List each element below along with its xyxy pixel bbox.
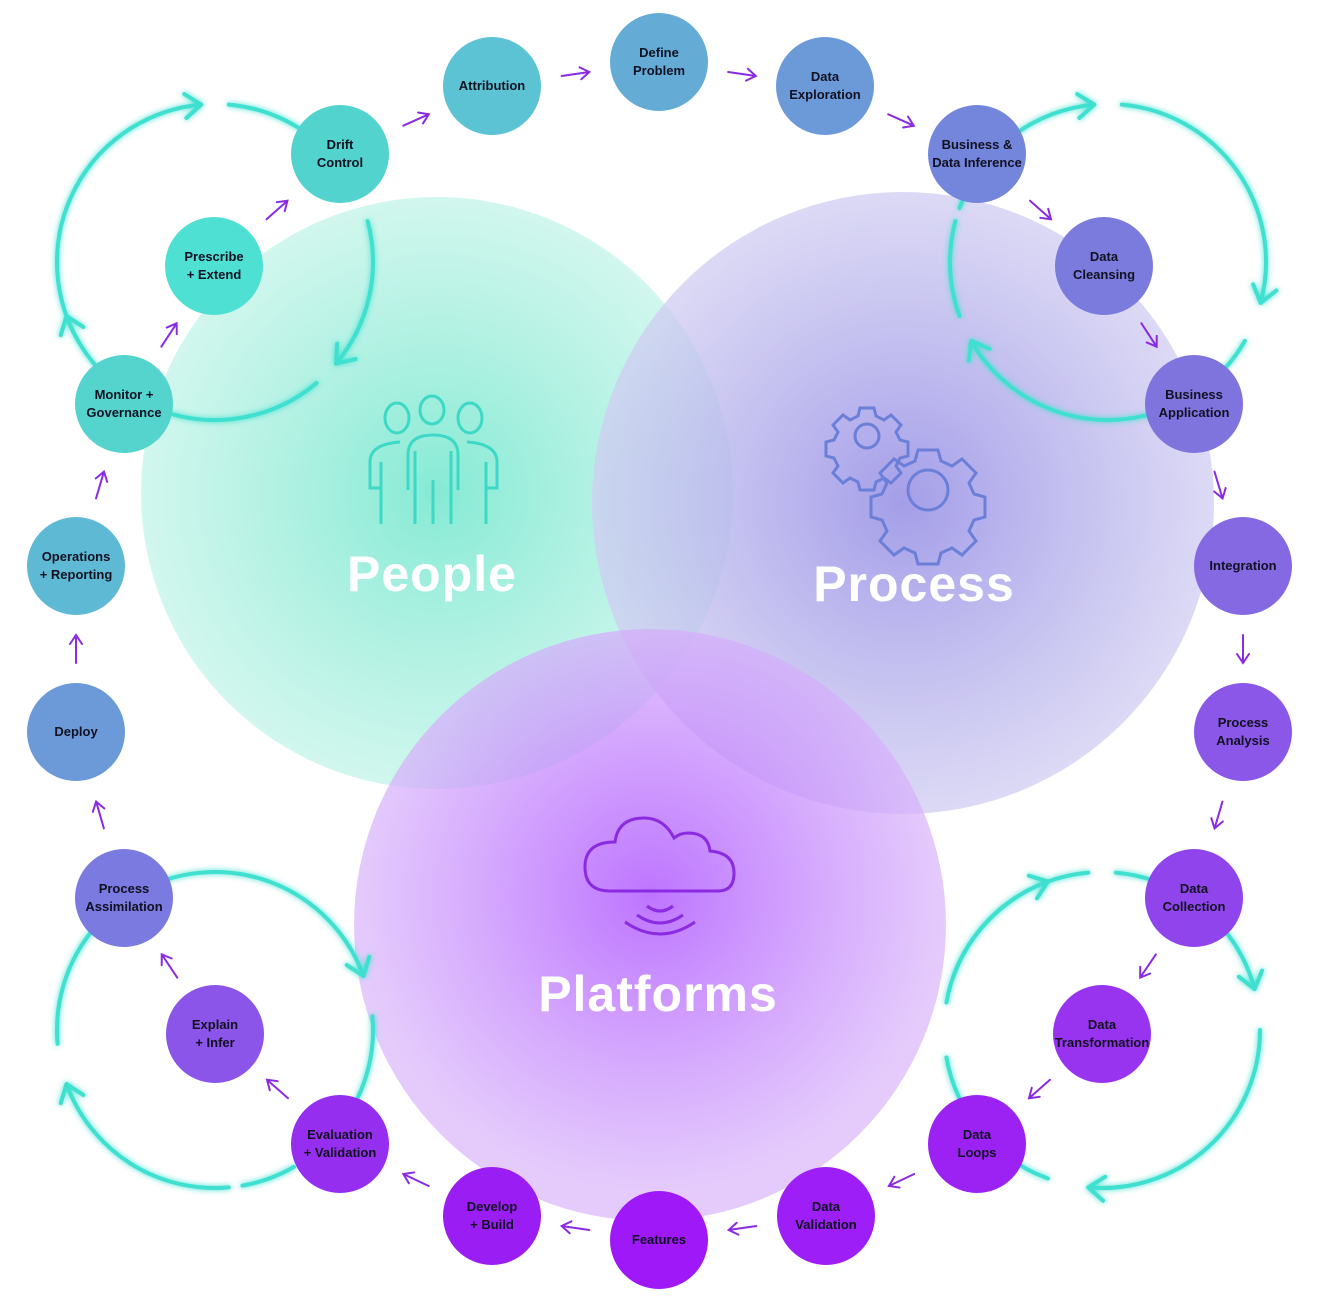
node-label: Evaluation + Validation (303, 1127, 377, 1160)
flow-arrow (1029, 199, 1053, 221)
node-label: Data Exploration (789, 69, 861, 102)
flow-arrow (726, 1221, 758, 1236)
node-label: Monitor + Governance (86, 387, 162, 420)
node-business-data-inference[interactable]: Business & Data Inference (928, 105, 1026, 203)
node-label: Data Loops (957, 1127, 997, 1160)
flow-arrow (91, 799, 106, 830)
flow-arrow (69, 633, 83, 664)
flow-arrow (887, 1172, 916, 1189)
node-data-cleansing[interactable]: Data Cleansing (1055, 217, 1153, 315)
node-data-validation[interactable]: Data Validation (777, 1167, 875, 1265)
flow-arrow (1139, 953, 1157, 980)
node-label: Integration (1209, 558, 1277, 573)
node-label: Prescribe + Extend (184, 249, 244, 282)
flow-arrow (160, 952, 179, 979)
node-integration[interactable]: Integration (1194, 517, 1292, 615)
gears-icon (824, 406, 987, 566)
node-attribution[interactable]: Attribution (443, 37, 541, 135)
node-label: Data Cleansing (1072, 249, 1136, 282)
node-features[interactable]: Features (610, 1191, 708, 1289)
node-label: Process Analysis (1216, 715, 1270, 748)
flow-arrow (1236, 634, 1250, 665)
node-label: Develop + Build (466, 1199, 518, 1232)
node-data-collection[interactable]: Data Collection (1145, 849, 1243, 947)
flow-arrow (160, 321, 178, 348)
people-icon (368, 394, 499, 524)
node-label: Operations + Reporting (39, 549, 113, 582)
node-deploy[interactable]: Deploy (27, 683, 125, 781)
node-label: Explain + Infer (191, 1017, 239, 1050)
node-business-application[interactable]: Business Application (1145, 355, 1243, 453)
node-operations-reporting[interactable]: Operations + Reporting (27, 517, 125, 615)
flow-arrow (1210, 800, 1224, 831)
flow-arrow (887, 113, 916, 129)
flow-arrow (559, 1220, 591, 1235)
pillar-circle-platforms (354, 629, 946, 1221)
node-label: Business & Data Inference (932, 137, 1022, 170)
flow-arrow (1213, 470, 1227, 501)
flow-arrow (265, 1078, 290, 1100)
node-process-assimilation[interactable]: Process Assimilation (75, 849, 173, 947)
node-process-analysis[interactable]: Process Analysis (1194, 683, 1292, 781)
node-label: Drift Control (316, 137, 364, 170)
cloud-icon (583, 816, 736, 936)
flow-arrow (94, 469, 109, 500)
node-label: Data Validation (795, 1199, 857, 1232)
flow-arrow (401, 1171, 430, 1187)
node-label: Define Problem (632, 45, 685, 78)
node-label: Attribution (458, 78, 526, 93)
pillar-label-process: Process (813, 556, 1015, 612)
node-label: Data Transformation (1054, 1017, 1150, 1050)
node-data-transformation[interactable]: Data Transformation (1053, 985, 1151, 1083)
flow-arrow (560, 66, 592, 81)
node-label: Deploy (54, 724, 98, 739)
node-drift-control[interactable]: Drift Control (291, 105, 389, 203)
pillar-label-platforms: Platforms (538, 966, 778, 1022)
node-monitor-governance[interactable]: Monitor + Governance (75, 355, 173, 453)
flow-arrow (265, 199, 289, 221)
flow-arrow (402, 111, 431, 127)
node-label: Features (631, 1232, 687, 1247)
node-label: Data Collection (1162, 881, 1226, 914)
pillar-label-people: People (347, 546, 517, 602)
node-data-exploration[interactable]: Data Exploration (776, 37, 874, 135)
node-prescribe-extend[interactable]: Prescribe + Extend (165, 217, 263, 315)
flow-arrow (727, 67, 758, 82)
flow-arrow (1140, 322, 1158, 349)
node-explain-infer[interactable]: Explain + Infer (166, 985, 264, 1083)
node-develop-build[interactable]: Develop + Build (443, 1167, 541, 1265)
flow-arrow (1027, 1078, 1052, 1100)
node-data-loops[interactable]: Data Loops (928, 1095, 1026, 1193)
node-evaluation-validation[interactable]: Evaluation + Validation (291, 1095, 389, 1193)
node-label: Business Application (1158, 387, 1230, 420)
node-label: Process Assimilation (85, 881, 163, 914)
node-define-problem[interactable]: Define Problem (610, 13, 708, 111)
